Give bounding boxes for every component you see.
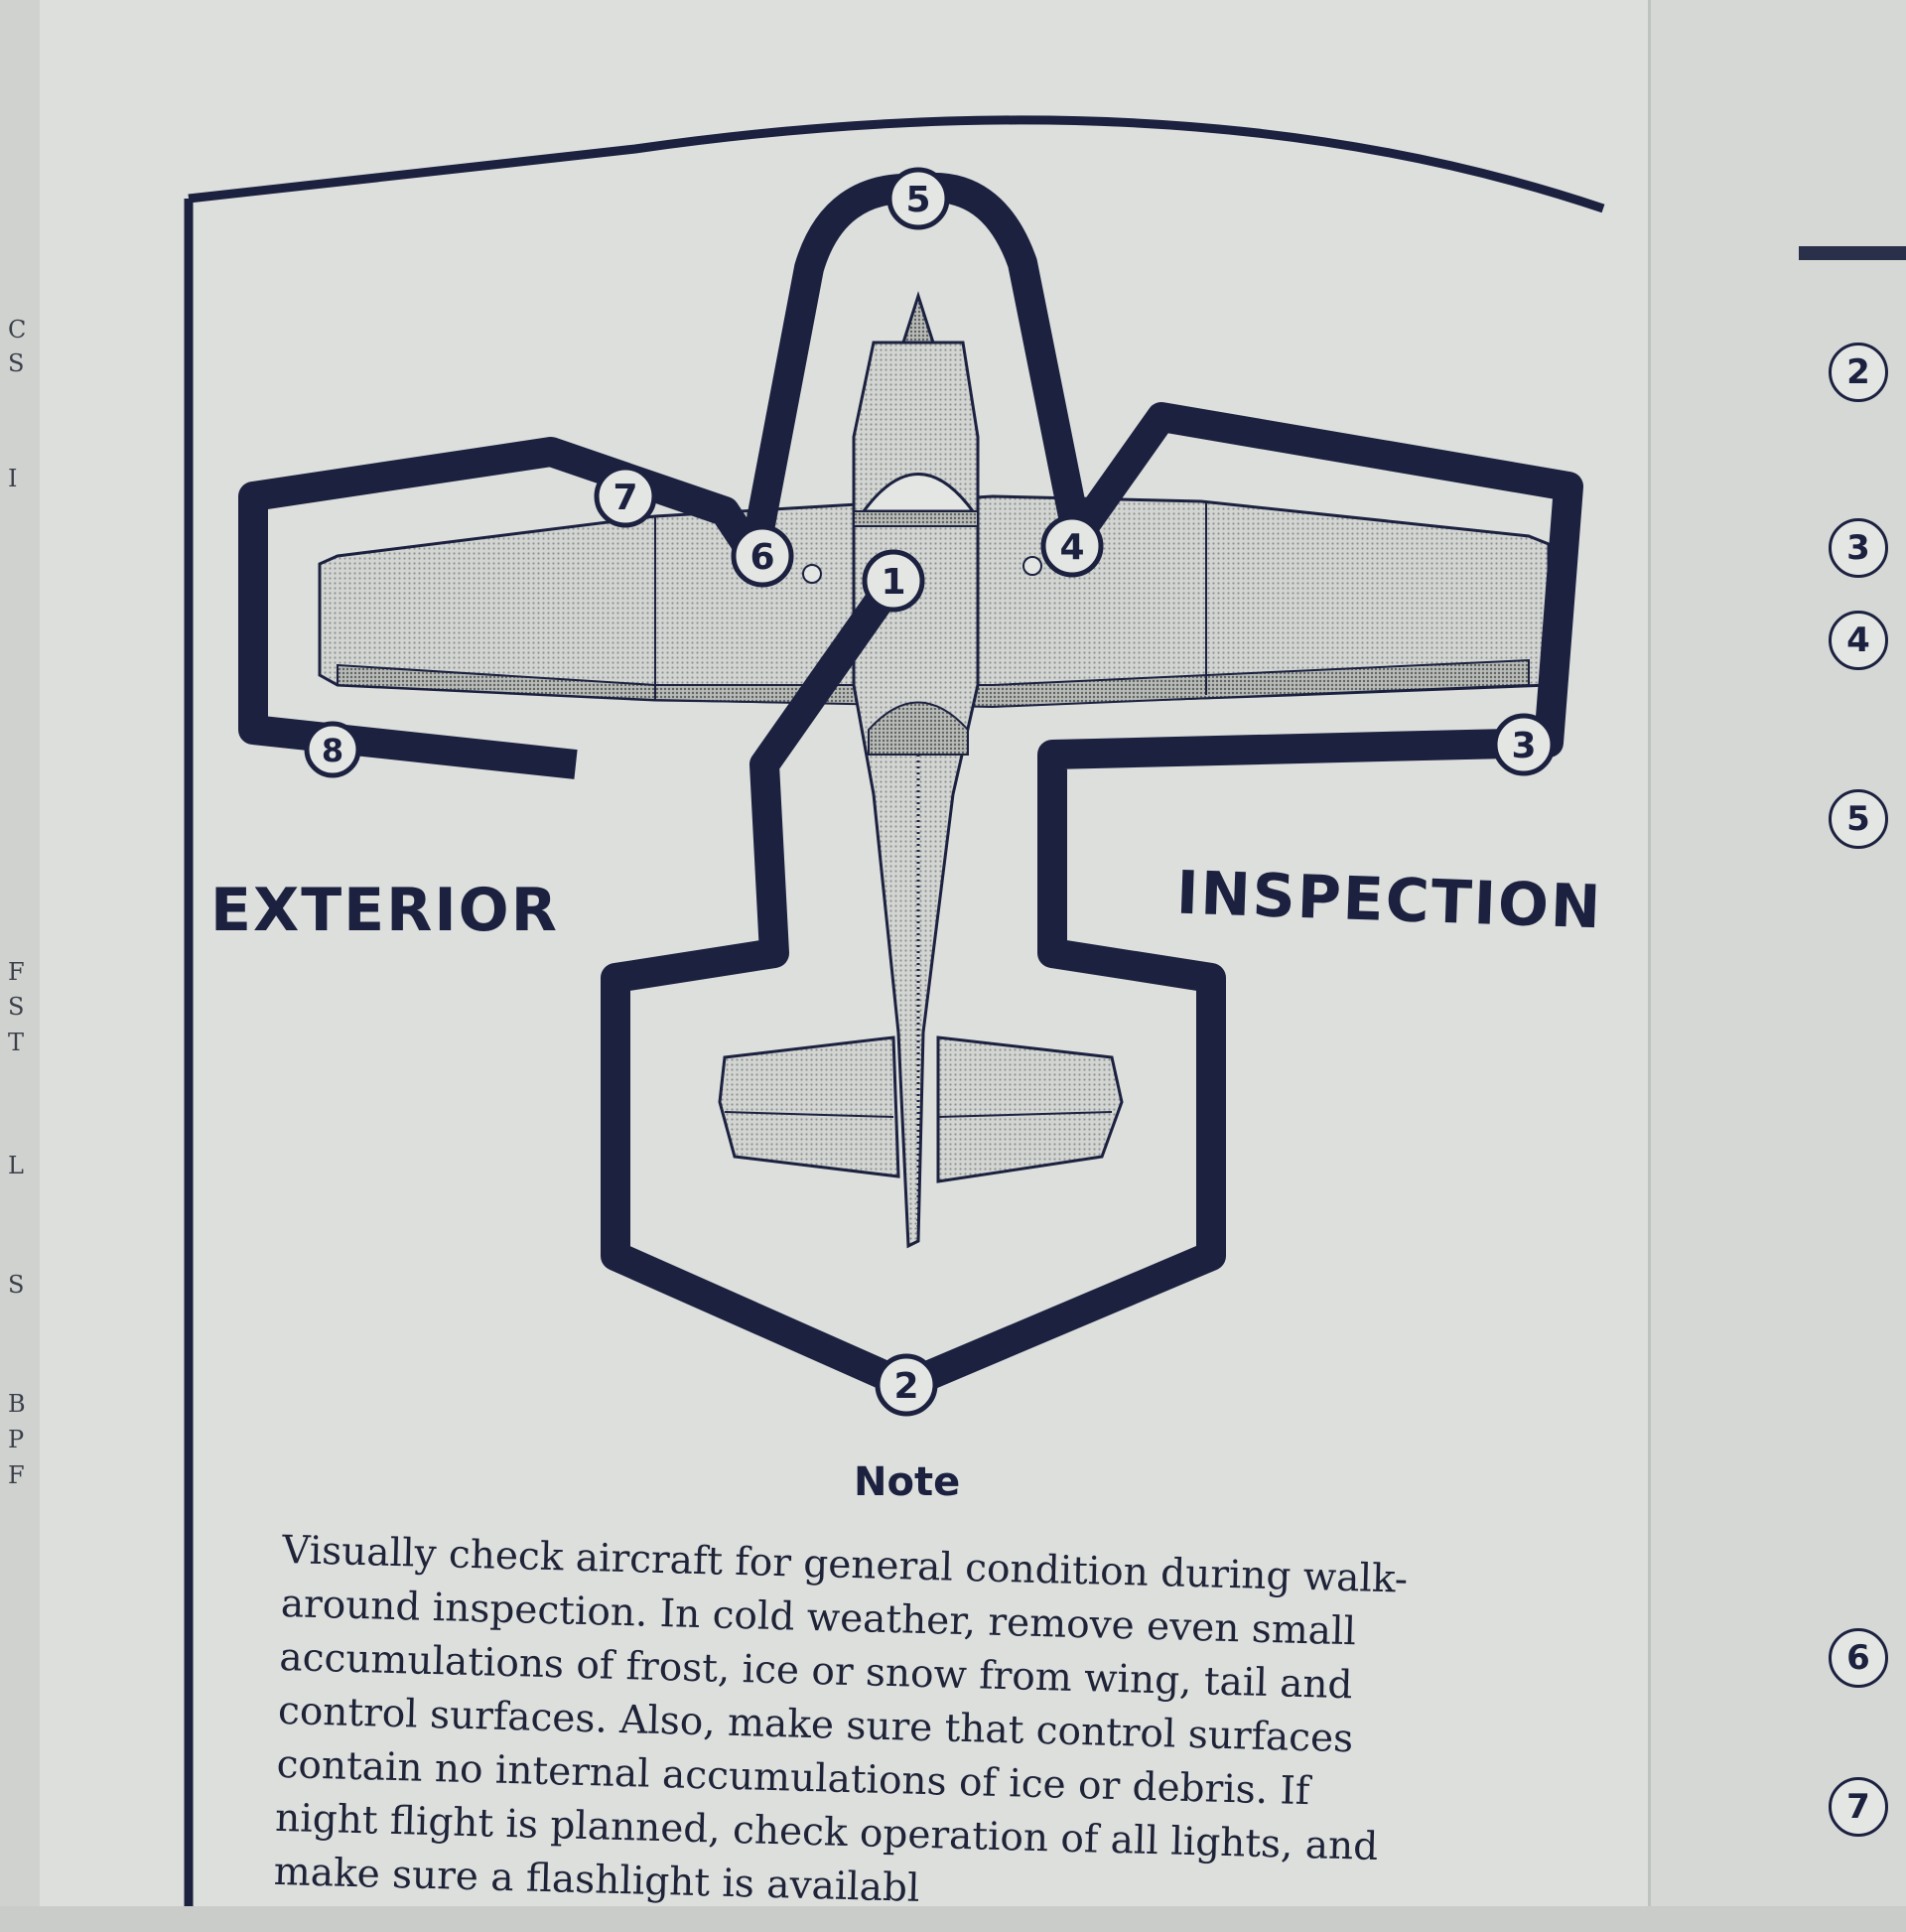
edge-letter: C xyxy=(8,316,27,344)
step-number: 2 xyxy=(893,1366,918,1407)
horizontal-stabilizer xyxy=(718,1035,900,1178)
facing-step-marker: 6 xyxy=(1829,1628,1888,1688)
walkaround-path xyxy=(238,173,1583,1400)
step-number: 1 xyxy=(881,562,905,603)
wing-flaps xyxy=(337,658,1530,709)
edge-letter: B xyxy=(8,1390,26,1418)
facing-step-marker: 4 xyxy=(1829,611,1888,670)
edge-letter: I xyxy=(8,465,18,492)
facing-page xyxy=(1648,0,1906,1906)
facing-step-marker: 2 xyxy=(1829,343,1888,402)
edge-letter: S xyxy=(8,349,25,377)
edge-letter: S xyxy=(8,993,25,1021)
step-marker: 8 xyxy=(304,721,361,778)
facing-page-rule xyxy=(1799,246,1906,260)
propeller-spinner xyxy=(900,291,936,345)
facing-step-marker: 5 xyxy=(1829,789,1888,849)
canopy xyxy=(861,473,976,513)
step-number: 5 xyxy=(905,180,930,220)
facing-step-marker: 3 xyxy=(1829,518,1888,578)
left-page-edge: C S I F S T L S B P F xyxy=(0,0,40,1906)
page-frame xyxy=(184,115,1605,1906)
step-number: 6 xyxy=(749,537,774,578)
edge-letter: T xyxy=(8,1029,25,1056)
edge-letter: L xyxy=(8,1152,24,1179)
diagram-title-right: INSPECTION xyxy=(1174,858,1604,943)
edge-letter: S xyxy=(8,1271,25,1299)
step-marker: 2 xyxy=(875,1353,938,1417)
edge-letter: P xyxy=(8,1426,25,1453)
step-number: 3 xyxy=(1511,726,1536,766)
edge-letter: F xyxy=(8,958,25,986)
step-number: 4 xyxy=(1059,527,1084,568)
diagram-title-left: EXTERIOR xyxy=(210,876,559,945)
step-marker: 4 xyxy=(1040,514,1104,578)
step-marker: 1 xyxy=(862,549,925,613)
note-body: Visually check aircraft for general cond… xyxy=(273,1524,1533,1932)
step-marker: 7 xyxy=(594,465,657,528)
step-number: 7 xyxy=(613,478,637,518)
facing-step-marker: 7 xyxy=(1829,1777,1888,1837)
step-number: 8 xyxy=(322,732,343,769)
edge-letter: F xyxy=(8,1461,25,1489)
note-heading: Note xyxy=(854,1459,961,1505)
step-marker: 6 xyxy=(731,524,794,588)
step-marker: 3 xyxy=(1492,713,1556,776)
manual-page xyxy=(40,0,1648,1906)
step-marker: 5 xyxy=(886,167,950,230)
